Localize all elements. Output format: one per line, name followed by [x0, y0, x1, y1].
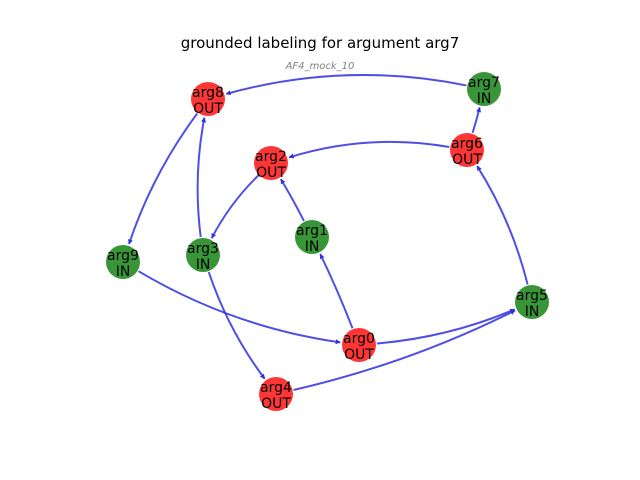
edge-arg9-to-arg0 — [137, 270, 341, 345]
node-label-arg0: OUT — [344, 347, 374, 363]
edge-arg2-to-arg3 — [210, 174, 259, 239]
node-circle-arg6 — [450, 133, 484, 167]
edge-arg4-to-arg5 — [293, 309, 516, 391]
node-id-arg3: arg3 — [187, 241, 219, 257]
nodes-layer: arg0OUTarg1INarg2OUTarg3INarg4OUTarg5INa… — [106, 72, 549, 412]
node-label-arg4: OUT — [261, 396, 291, 412]
node-circle-arg2 — [254, 146, 288, 180]
node-circle-arg8 — [191, 82, 225, 116]
node-circle-arg0 — [342, 328, 376, 362]
edge-arg6-to-arg2 — [288, 140, 450, 159]
edge-arg7-to-arg8 — [225, 73, 467, 96]
node-id-arg2: arg2 — [255, 149, 287, 165]
edge-arg1-to-arg2 — [280, 178, 305, 222]
edge-arg3-to-arg8 — [196, 117, 207, 238]
edge-arg3-to-arg4 — [207, 271, 266, 380]
node-id-arg9: arg9 — [107, 248, 139, 264]
node-label-arg5: IN — [525, 304, 540, 320]
edge-arg8-to-arg9 — [128, 112, 199, 245]
node-label-arg1: IN — [305, 239, 320, 255]
node-circle-arg9 — [106, 245, 140, 279]
node-label-arg8: OUT — [193, 101, 223, 117]
edge-arg0-to-arg1 — [319, 253, 354, 329]
node-id-arg5: arg5 — [516, 288, 548, 304]
diagram-subtitle: AF4_mock_10 — [285, 61, 355, 72]
node-circle-arg3 — [186, 238, 220, 272]
diagram-title: grounded labeling for argument arg7 — [180, 34, 460, 52]
node-label-arg2: OUT — [256, 165, 286, 181]
node-circle-arg5 — [515, 285, 549, 319]
edge-arg6-to-arg7 — [471, 107, 482, 134]
edge-arg5-to-arg6 — [476, 165, 529, 285]
node-label-arg3: IN — [196, 257, 211, 273]
node-id-arg4: arg4 — [260, 380, 292, 396]
edge-arg0-to-arg5 — [376, 308, 515, 345]
node-id-arg7: arg7 — [468, 75, 500, 91]
node-label-arg7: IN — [477, 91, 492, 107]
edges-layer — [128, 73, 529, 391]
node-id-arg0: arg0 — [343, 331, 375, 347]
node-circle-arg4 — [259, 377, 293, 411]
node-id-arg6: arg6 — [451, 136, 483, 152]
node-circle-arg1 — [295, 220, 329, 254]
node-label-arg9: IN — [116, 264, 131, 280]
node-circle-arg7 — [467, 72, 501, 106]
node-id-arg8: arg8 — [192, 85, 224, 101]
node-label-arg6: OUT — [452, 152, 482, 168]
node-id-arg1: arg1 — [296, 223, 328, 239]
